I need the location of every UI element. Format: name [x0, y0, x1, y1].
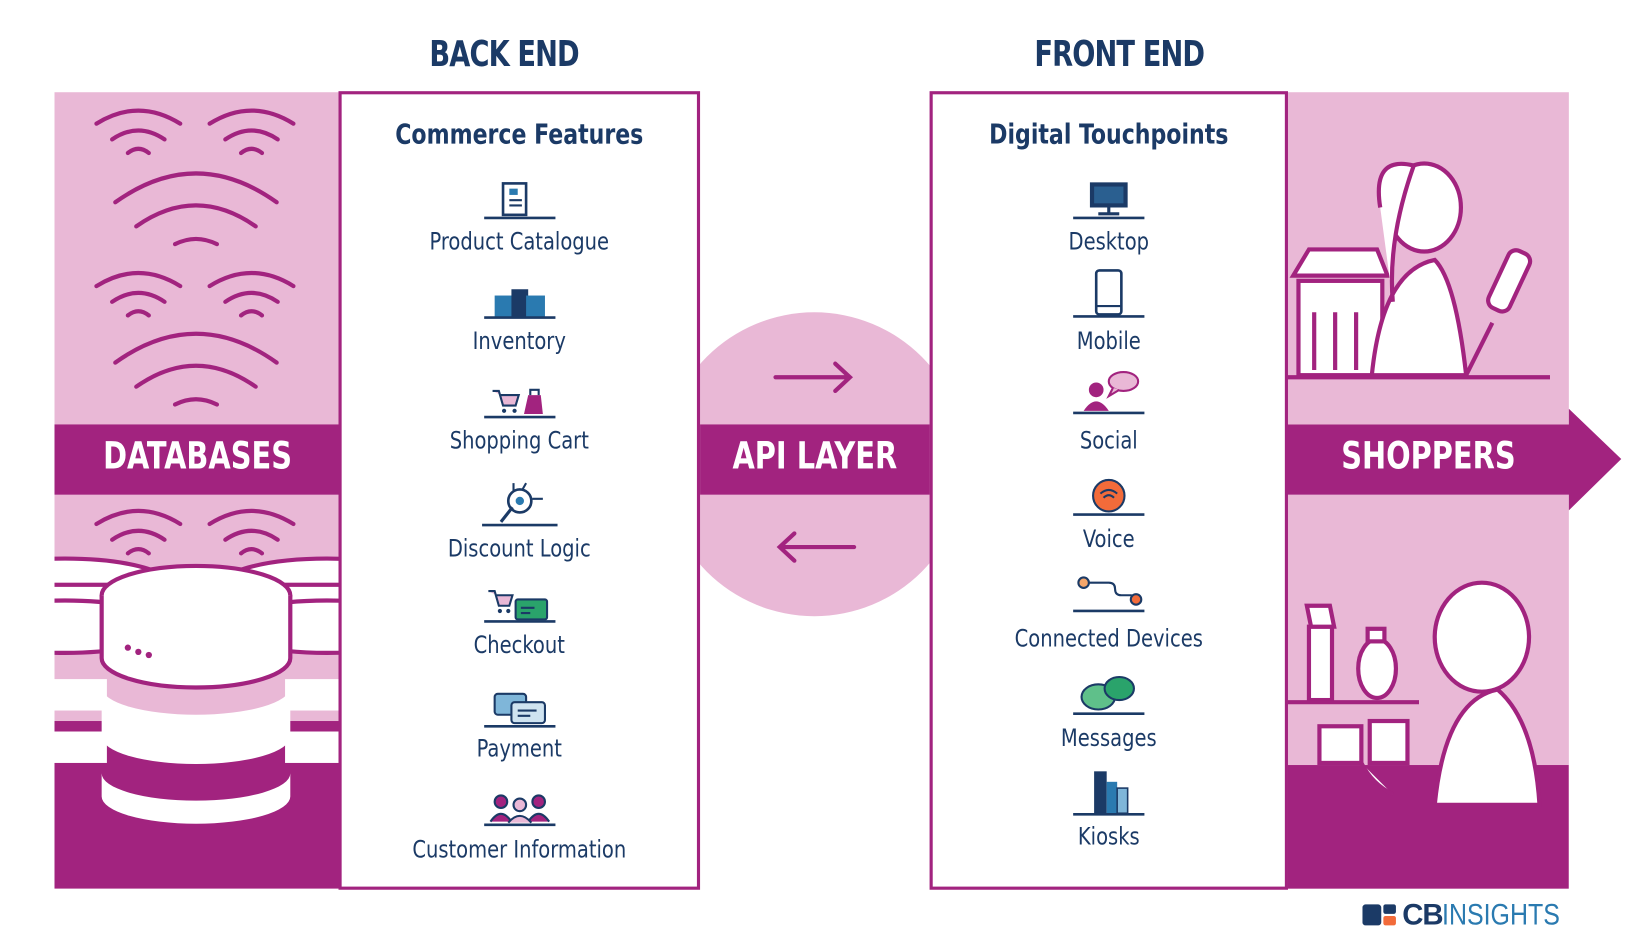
digital-touchpoints-title: Digital Touchpoints — [989, 119, 1229, 151]
shoppers-illustration — [1287, 161, 1569, 889]
messages-icon — [1073, 675, 1145, 715]
shopping-cart-icon — [483, 388, 555, 419]
front-end-title: FRONT END — [1034, 33, 1205, 76]
mobile-shopper-illustration — [1289, 161, 1533, 378]
databases-band: DATABASES — [54, 424, 341, 495]
database-stack-icon — [54, 556, 341, 824]
connected-devices-icon — [1073, 576, 1145, 613]
wifi-signal-icons — [94, 108, 296, 556]
item-kiosks: Kiosks — [1077, 823, 1140, 851]
discount-logic-icon — [481, 482, 558, 527]
arrow-right-icon — [773, 361, 854, 394]
cb-insights-logo-mark — [1362, 904, 1396, 926]
cb-insights-logo: CB INSIGHTS — [1362, 898, 1581, 931]
item-connected-devices: Connected Devices — [1014, 625, 1203, 653]
databases-illustration — [54, 108, 341, 889]
mobile-icon — [1073, 269, 1145, 318]
item-desktop: Desktop — [1068, 228, 1150, 256]
shoppers-label: SHOPPERS — [1341, 434, 1516, 478]
social-icon — [1073, 370, 1145, 415]
item-shopping-cart: Shopping Cart — [449, 427, 589, 455]
arrow-left-icon — [776, 531, 857, 563]
desktop-icon — [1073, 182, 1145, 220]
commerce-features-box: Commerce Features Product Catalogue Inve… — [338, 91, 701, 890]
item-messages: Messages — [1060, 725, 1157, 753]
item-customer-information: Customer Information — [412, 836, 627, 864]
logo-text-cb: CB — [1402, 898, 1443, 931]
api-layer-label: API LAYER — [732, 434, 898, 478]
item-product-catalogue: Product Catalogue — [429, 228, 610, 256]
store-shopper-illustration — [1304, 580, 1542, 807]
item-discount-logic: Discount Logic — [447, 535, 591, 563]
inventory-icon — [483, 289, 555, 319]
catalogue-icon — [483, 182, 555, 220]
voice-icon — [1073, 478, 1145, 516]
item-voice: Voice — [1082, 526, 1135, 554]
customers-icon — [483, 794, 555, 827]
digital-touchpoints-box: Digital Touchpoints Desktop Mobile Socia… — [929, 91, 1288, 890]
kiosks-icon — [1073, 771, 1145, 816]
shoppers-arrow-band — [1285, 408, 1622, 511]
databases-label: DATABASES — [103, 434, 293, 478]
payment-icon — [483, 692, 555, 728]
item-inventory: Inventory — [472, 328, 566, 356]
back-end-title: BACK END — [429, 33, 579, 76]
item-payment: Payment — [476, 735, 562, 763]
item-mobile: Mobile — [1076, 328, 1141, 356]
item-social: Social — [1079, 427, 1138, 455]
api-layer-band: API LAYER — [696, 424, 933, 495]
logo-text-insights: INSIGHTS — [1442, 898, 1561, 931]
commerce-features-title: Commerce Features — [395, 119, 644, 151]
item-checkout: Checkout — [473, 631, 565, 660]
checkout-icon — [483, 590, 555, 623]
